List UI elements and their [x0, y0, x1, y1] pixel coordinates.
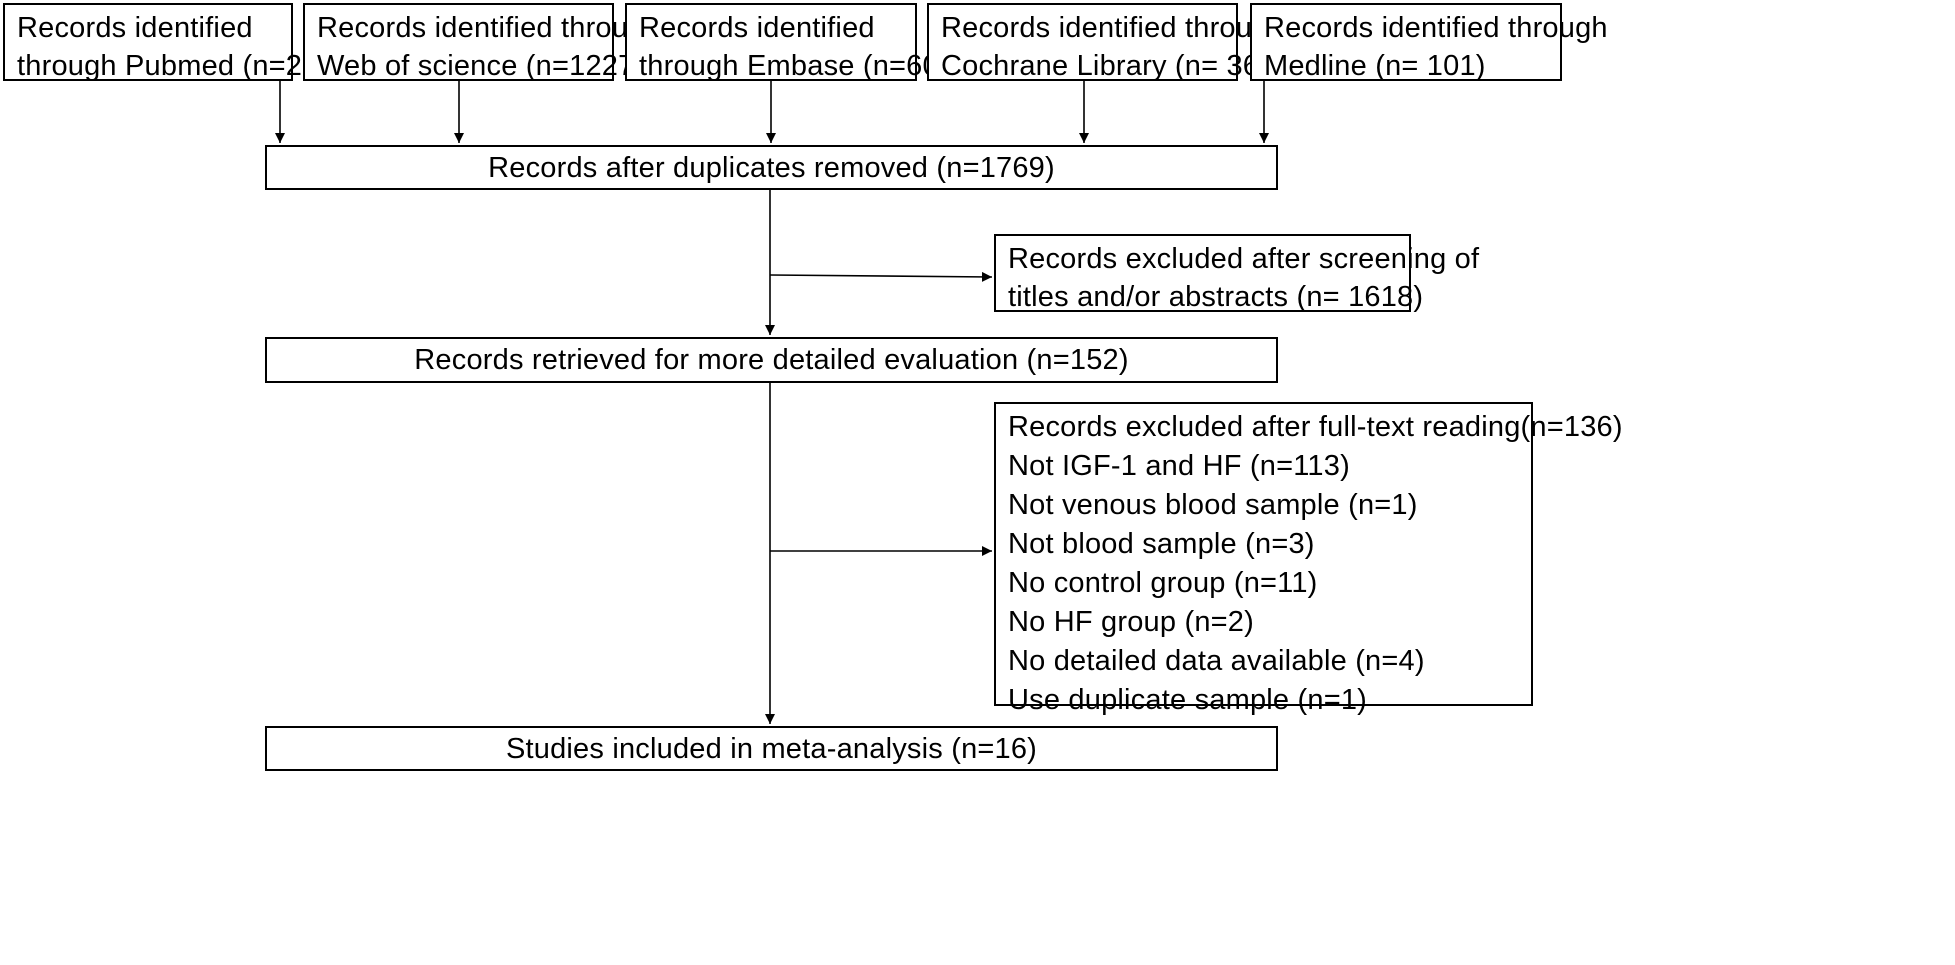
source-line-1: Records identified through: [1264, 12, 1608, 44]
duplicates-removed-label: Records after duplicates removed (n=1769…: [488, 151, 1055, 184]
excluded-fulltext-box: Records excluded after full-text reading…: [994, 402, 1623, 755]
source-line-1: Records identified through: [941, 12, 1285, 44]
excluded-screening-line-1: Records excluded after screening of: [1008, 243, 1480, 275]
excluded-fulltext-item: Not blood sample (n=3): [1008, 528, 1315, 560]
arrow-to-excluded-screening: [769, 271, 993, 282]
source-line-2: Cochrane Library (n= 362): [941, 50, 1286, 82]
excluded-fulltext-item: Records excluded after full-text reading…: [1008, 411, 1623, 443]
source-box-medline: Records identified through Medline (n= 1…: [1250, 3, 1608, 82]
source-line-1: Records identified through: [317, 12, 661, 44]
source-box-cochrane: Records identified through Cochrane Libr…: [927, 3, 1285, 82]
excluded-fulltext-item: Not venous blood sample (n=1): [1008, 489, 1418, 521]
excluded-screening-line-2: titles and/or abstracts (n= 1618): [1008, 281, 1424, 313]
excluded-fulltext-item: Use duplicate sample (n=1): [1008, 684, 1368, 716]
source-line-1: Records identified: [639, 12, 875, 44]
source-box-pubmed: Records identified through Pubmed (n=295…: [3, 3, 344, 82]
excluded-fulltext-item: No HF group (n=2): [1008, 606, 1254, 638]
duplicates-removed-box: Records after duplicates removed (n=1769…: [265, 145, 1278, 190]
retrieved-box: Records retrieved for more detailed eval…: [265, 337, 1278, 383]
excluded-fulltext-item: Not IGF-1 and HF (n=113): [1008, 450, 1350, 482]
source-line-1: Records identified: [17, 12, 253, 44]
retrieved-label: Records retrieved for more detailed eval…: [414, 344, 1129, 376]
source-line-2: Web of science (n=1227): [317, 50, 645, 82]
source-line-2: through Pubmed (n=295): [17, 50, 345, 82]
source-box-web-of-science: Records identified through Web of scienc…: [303, 3, 661, 82]
excluded-fulltext-item: No detailed data available (n=4): [1008, 645, 1425, 677]
source-box-embase: Records identified through Embase (n=604…: [625, 3, 965, 82]
included-box: Studies included in meta-analysis (n=16): [265, 726, 1278, 771]
source-line-2: Medline (n= 101): [1264, 50, 1486, 82]
included-label: Studies included in meta-analysis (n=16): [505, 732, 1038, 765]
excluded-screening-box: Records excluded after screening of titl…: [994, 234, 1479, 313]
source-line-2: through Embase (n=604): [639, 50, 966, 82]
excluded-fulltext-item: No control group (n=11): [1008, 567, 1318, 599]
